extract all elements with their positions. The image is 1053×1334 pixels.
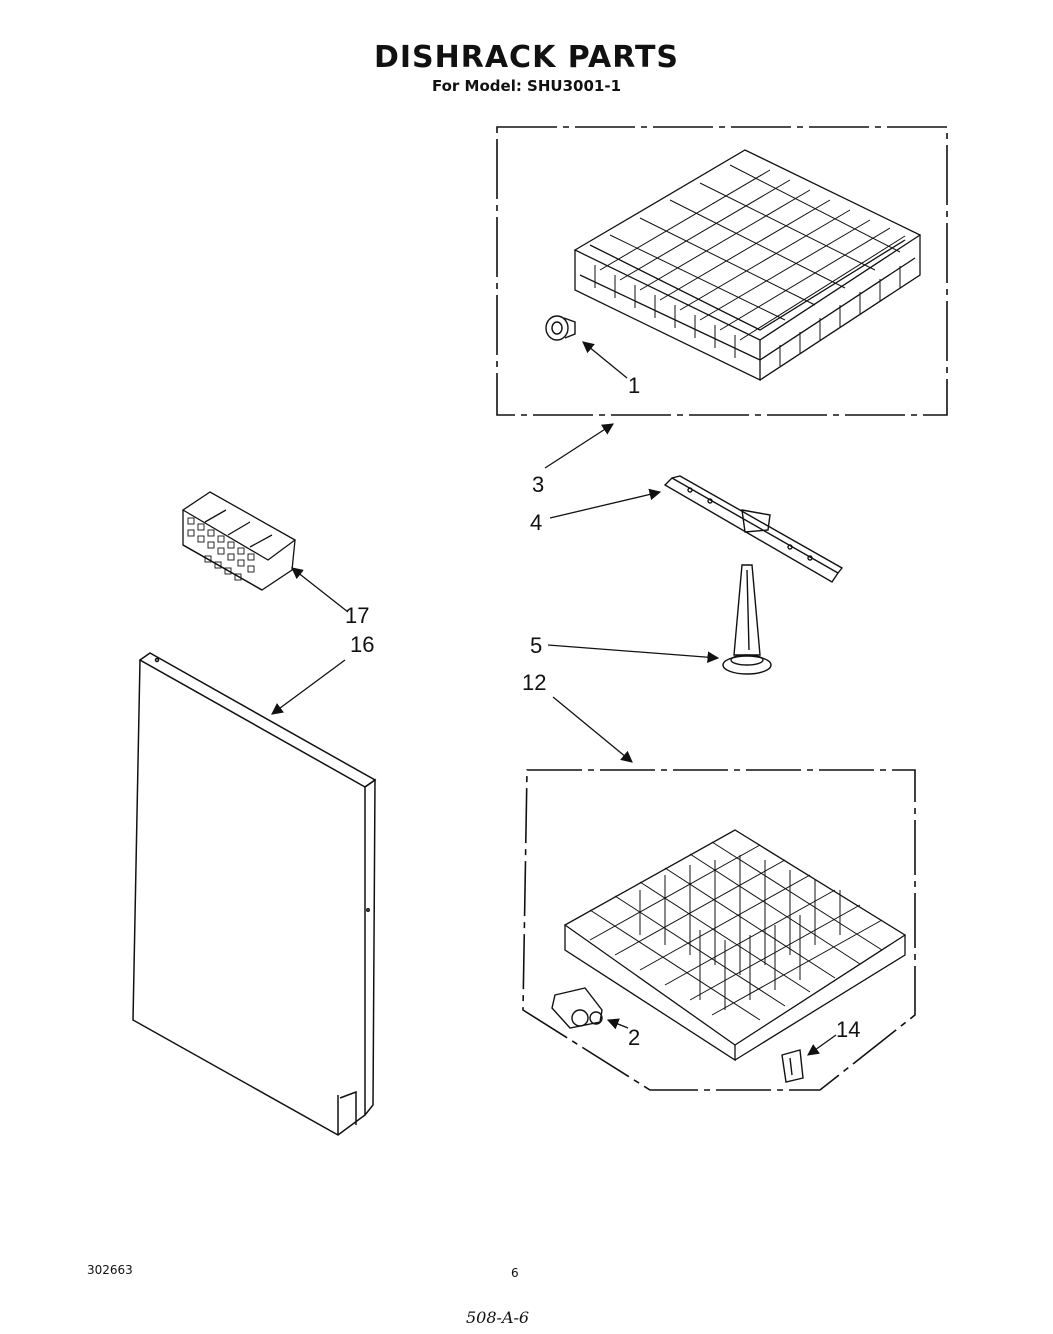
callout-12: 12 [522,670,546,695]
document-number: 302663 [87,1263,133,1277]
lower-rack-icon [563,829,907,1062]
door-panel-icon [132,652,377,1136]
rack-wheel-icon [545,315,576,341]
lower-wheel-icon [551,987,603,1029]
callout-3: 3 [532,472,544,497]
page-title: DISHRACK PARTS [373,40,680,75]
model-subtitle: For Model: SHU3001-1 [431,77,622,95]
silverware-basket-icon [181,491,297,591]
callout-4: 4 [530,510,542,535]
lower-rack-assembly: 2 14 [522,769,916,1091]
spray-tube-icon [722,564,772,675]
callout-17: 17 [345,603,369,628]
callout-1: 1 [628,373,640,398]
upper-rack-icon [573,149,922,382]
upper-rack-assembly: 1 [496,126,948,416]
callout-14: 14 [836,1017,860,1042]
clip-icon [781,1049,804,1083]
spray-arm-icon [663,475,844,583]
callout-16: 16 [350,632,374,657]
callout-5: 5 [530,633,542,658]
callout-2: 2 [628,1025,640,1050]
handwritten-note: 508-A-6 [466,1308,530,1327]
page-number: 6 [511,1266,519,1280]
